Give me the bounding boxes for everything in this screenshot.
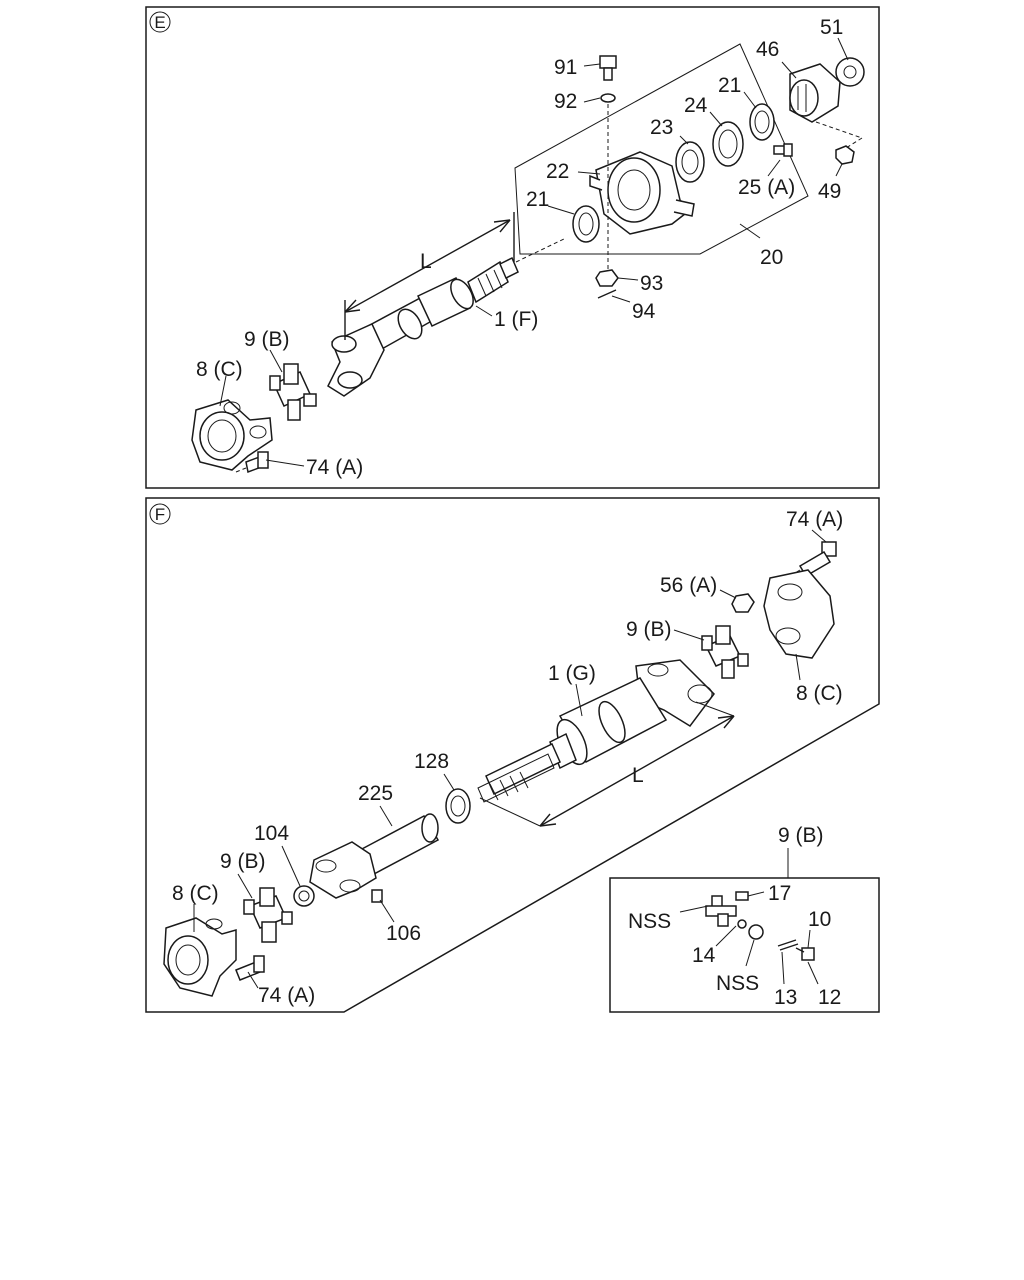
label-25a: 25 (A) <box>738 176 795 199</box>
inset-label-14: 14 <box>692 944 716 967</box>
label-51: 51 <box>820 16 843 39</box>
nut-49 <box>815 121 863 165</box>
label-8c: 8 (C) <box>196 358 243 381</box>
bolt-74a-bottom <box>235 955 265 981</box>
label-1g: 1 (G) <box>548 662 596 685</box>
label-92: 92 <box>554 90 577 113</box>
label-91: 91 <box>554 56 577 79</box>
nut-56a <box>731 593 755 613</box>
label-106: 106 <box>386 922 421 945</box>
seal-104 <box>293 885 315 907</box>
nut-93 <box>595 269 619 287</box>
bearing-23 <box>675 141 705 183</box>
leader-lines-f <box>193 529 827 989</box>
bearing-assembly-outline <box>514 43 809 255</box>
slip-yoke-225 <box>309 813 440 899</box>
section-marker-circle <box>149 503 171 525</box>
label-93: 93 <box>640 272 663 295</box>
grease-fitting-25a <box>773 143 793 157</box>
nut-51 <box>835 57 865 87</box>
label-9b-left: 9 (B) <box>220 850 266 873</box>
label-56a: 56 (A) <box>660 574 717 597</box>
seal-128 <box>445 788 471 824</box>
label-74a-top: 74 (A) <box>786 508 843 531</box>
label-46: 46 <box>756 38 779 61</box>
bolt-74a <box>235 451 269 474</box>
label-9b-mid: 9 (B) <box>626 618 672 641</box>
grease-fitting-106 <box>371 889 383 903</box>
label-94: 94 <box>632 300 656 323</box>
flange-yoke-8c <box>191 399 273 471</box>
inset-label-nss-top: NSS <box>628 910 671 933</box>
label-128: 128 <box>414 750 449 773</box>
panel-e: E <box>145 6 880 489</box>
dimension-l-f <box>479 701 735 827</box>
leader-lines-e <box>219 37 849 467</box>
section-marker-f: F <box>155 505 165 524</box>
label-8c-left: 8 (C) <box>172 882 219 905</box>
flange-yoke-8c-left <box>163 917 237 997</box>
section-marker-circle <box>149 11 171 33</box>
label-74a-bottom: 74 (A) <box>258 984 315 1007</box>
label-21-right: 21 <box>718 74 741 97</box>
bolt-91 <box>599 55 617 81</box>
label-22: 22 <box>546 160 569 183</box>
inset-spider-cross <box>705 895 737 927</box>
label-dimension-l: L <box>420 250 432 273</box>
label-8c-right: 8 (C) <box>796 682 843 705</box>
universal-joint-9b <box>269 363 317 421</box>
cushion-24 <box>712 121 744 167</box>
inset-snap-ring-13 <box>777 939 799 951</box>
label-74a: 74 (A) <box>306 456 363 479</box>
label-9b: 9 (B) <box>244 328 290 351</box>
panel-f: F <box>145 497 880 1013</box>
inset-label-10: 10 <box>808 908 831 931</box>
inset-label-nss-bottom: NSS <box>716 972 759 995</box>
inset-label-13: 13 <box>774 986 797 1009</box>
label-49: 49 <box>818 180 841 203</box>
seal-21-left <box>572 205 600 243</box>
label-225: 225 <box>358 782 393 805</box>
universal-joint-9b-left <box>243 887 293 943</box>
label-24: 24 <box>684 94 708 117</box>
label-1f: 1 (F) <box>494 308 538 331</box>
label-20: 20 <box>760 246 783 269</box>
inset-label-17: 17 <box>768 882 791 905</box>
driveshaft-1g <box>477 659 715 803</box>
seal-21-right <box>749 103 775 141</box>
center-bearing-22 <box>589 151 695 235</box>
inset-bearing-cup <box>737 919 764 940</box>
inset-9b-breakdown: 9 (B) <box>609 824 880 1013</box>
washer-92 <box>600 93 616 270</box>
driveshaft-1f <box>327 237 567 397</box>
inset-label-9b: 9 (B) <box>778 824 824 847</box>
companion-flange-46 <box>789 63 841 123</box>
label-21-left: 21 <box>526 188 549 211</box>
label-23: 23 <box>650 116 673 139</box>
inset-bolt-10 <box>795 947 815 961</box>
pin-94 <box>597 289 617 299</box>
label-dimension-l-f: L <box>632 764 644 787</box>
section-marker-e: E <box>154 13 165 32</box>
universal-joint-9b-mid <box>701 625 749 679</box>
dimension-l <box>344 212 515 340</box>
flange-yoke-8c-right <box>763 569 835 659</box>
inset-grease-fitting-17 <box>735 891 749 901</box>
label-104: 104 <box>254 822 289 845</box>
inset-label-12: 12 <box>818 986 841 1009</box>
